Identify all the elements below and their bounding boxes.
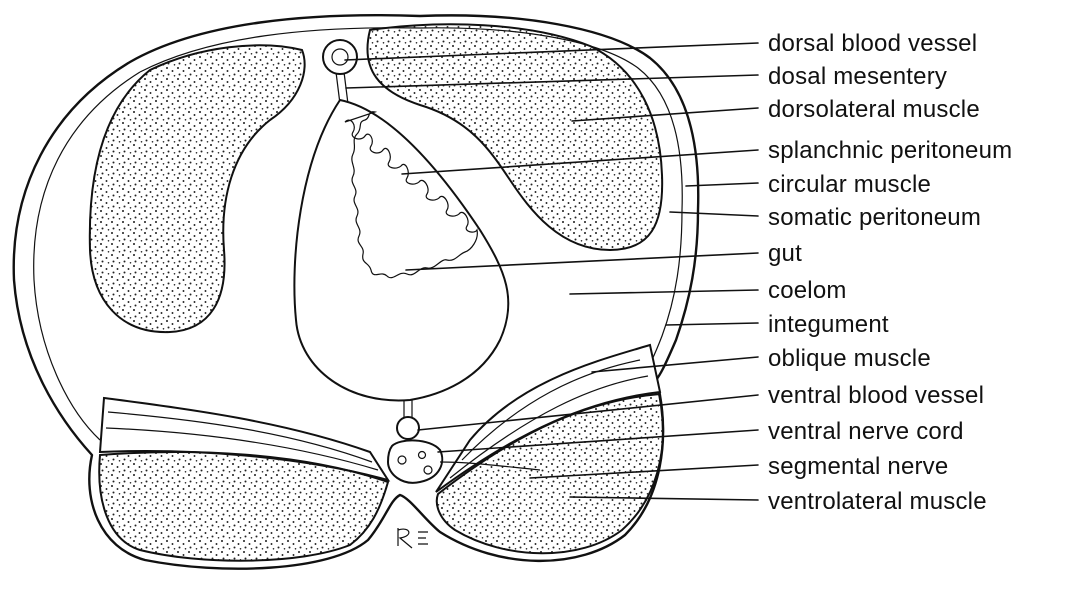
label-gut: gut: [768, 240, 802, 267]
label-segmental-nerve: segmental nerve: [768, 453, 948, 480]
label-oblique-muscle: oblique muscle: [768, 345, 931, 372]
leader-coelom: [570, 290, 758, 294]
cross-section-drawing: [14, 15, 699, 569]
label-somatic-peritoneum: somatic peritoneum: [768, 204, 981, 231]
ventral-nerve-cord-shape: [388, 440, 442, 482]
label-splanchnic-peritoneum: splanchnic peritoneum: [768, 137, 1012, 164]
label-ventrolateral-muscle: ventrolateral muscle: [768, 488, 987, 515]
left-dorsolateral-muscle: [90, 45, 305, 332]
leader-somatic-peritoneum: [670, 212, 758, 216]
leader-integument: [666, 323, 758, 325]
dorsal-blood-vessel-shape: [323, 40, 357, 74]
gut-wall: [294, 100, 508, 400]
label-integument: integument: [768, 311, 889, 338]
label-coelom: coelom: [768, 277, 847, 304]
artist-signature: [398, 528, 428, 548]
label-ventral-nerve-cord: ventral nerve cord: [768, 418, 964, 445]
label-dorsal-blood-vessel: dorsal blood vessel: [768, 30, 977, 57]
label-column: dorsal blood vessel dosal mesentery dors…: [768, 30, 1012, 515]
ventral-blood-vessel-shape: [397, 417, 419, 439]
label-circular-muscle: circular muscle: [768, 171, 931, 198]
label-ventral-blood-vessel: ventral blood vessel: [768, 382, 984, 409]
label-dorsolateral-muscle: dorsolateral muscle: [768, 96, 980, 123]
label-dosal-mesentery: dosal mesentery: [768, 63, 947, 90]
leader-circular-muscle: [686, 183, 758, 186]
